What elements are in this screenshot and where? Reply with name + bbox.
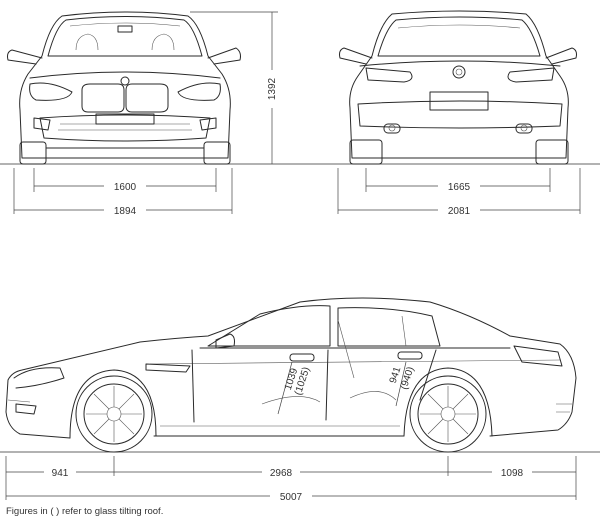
rear-dimensions: 1665 2081	[337, 168, 581, 217]
headroom-labels: 1039 (1025) 941 (940)	[277, 361, 416, 415]
height-dimension: 1392	[190, 11, 278, 164]
height-label: 1392	[267, 77, 278, 100]
rear-width-label: 2081	[448, 206, 471, 217]
front-overhang-label: 941	[52, 468, 69, 479]
wheelbase-label: 2968	[270, 468, 293, 479]
side-view	[0, 297, 600, 453]
front-track-label: 1600	[114, 182, 137, 193]
front-dimensions: 1600 1894	[13, 168, 233, 217]
front-width-label: 1894	[114, 206, 137, 217]
rear-view	[339, 10, 577, 165]
rear-overhang-label: 1098	[501, 468, 524, 479]
front-view	[0, 11, 600, 165]
side-dimensions: 941 2968 1098 5007	[5, 456, 577, 503]
rear-headroom-label: 941	[388, 365, 404, 385]
rear-track-label: 1665	[448, 182, 471, 193]
footnote: Figures in ( ) refer to glass tilting ro…	[6, 506, 164, 517]
overall-length-label: 5007	[280, 492, 303, 503]
